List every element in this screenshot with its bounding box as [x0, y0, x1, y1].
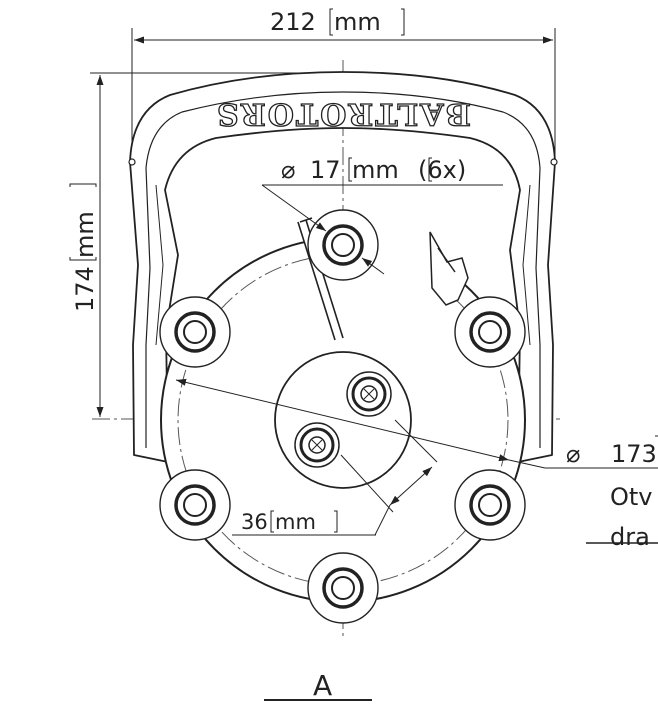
connector-upper — [346, 371, 392, 417]
width-value: 212 — [270, 8, 316, 36]
terminal-clip — [429, 231, 469, 306]
connector-lower — [294, 422, 340, 468]
rivet-right — [550, 158, 558, 166]
hole-diameter-symbol: ⌀ — [281, 156, 295, 184]
width-unit: mm — [334, 8, 381, 36]
shaft-unit: mm — [275, 510, 316, 534]
mounting-hole-upper-right — [454, 296, 526, 368]
bolt-circle-callout — [175, 378, 658, 544]
mounting-hole-upper-left — [159, 296, 231, 368]
shaft-value: 36 — [241, 510, 268, 534]
height-value: 174 — [71, 266, 99, 312]
hole-diameter-callout — [261, 157, 503, 275]
mounting-hole-lower-right — [454, 469, 526, 541]
mounting-hole-lower-left — [159, 469, 231, 541]
mounting-hole-top — [307, 209, 379, 281]
brand-engraving: BALTROTORS — [215, 96, 471, 131]
bolt-circle-symbol: ⌀ — [566, 440, 580, 468]
height-unit: mm — [71, 211, 99, 258]
hole-diameter-unit: mm — [352, 156, 399, 184]
rivet-left — [128, 158, 136, 166]
hole-count: (6x) — [418, 156, 466, 184]
hole-diameter-value: 17 — [310, 156, 341, 184]
note-line-1: Otv — [610, 483, 653, 511]
note-line-2: dra — [610, 523, 650, 551]
mounting-hole-bottom — [307, 552, 379, 624]
bolt-circle-value: 173 — [611, 440, 657, 468]
view-label: A — [313, 669, 332, 702]
